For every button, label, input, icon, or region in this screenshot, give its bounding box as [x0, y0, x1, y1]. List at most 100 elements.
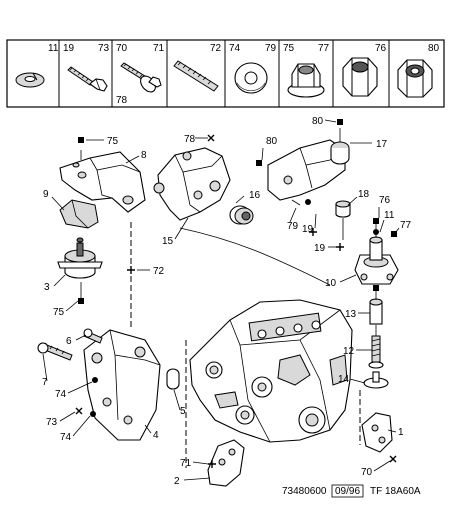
hardware-cell-75-77: 75 77 — [283, 43, 330, 98]
marker-plus-72 — [127, 266, 135, 274]
callout-13: 13 — [345, 309, 357, 320]
hex-nut-icon — [342, 57, 378, 97]
footer-date-code: 09/96 — [335, 486, 360, 497]
footer-drawing-code: TF 18A60A — [370, 486, 421, 497]
engine-bracket-15 — [153, 147, 231, 221]
callout-74b: 74 — [60, 432, 72, 443]
marker-plus-19b — [336, 243, 344, 251]
marker-dot-11 — [373, 229, 379, 235]
callout-19a: 19 — [302, 224, 314, 235]
callout-80b: 80 — [312, 116, 324, 127]
marker-square-10 — [373, 285, 379, 291]
callout-16: 16 — [249, 190, 261, 201]
assembly-line — [179, 227, 331, 286]
bushing-16 — [229, 205, 254, 225]
hardware-cell-70-71-78: 70 71 78 — [116, 43, 165, 106]
callout-12: 12 — [343, 346, 355, 357]
callout-77: 77 — [400, 220, 412, 231]
hardware-id-74: 74 — [229, 43, 241, 54]
callout-15: 15 — [162, 236, 174, 247]
bushing-18 — [335, 200, 351, 218]
link-arm-17 — [267, 139, 350, 201]
marker-square-80b — [337, 119, 343, 125]
spacer-5 — [166, 368, 180, 390]
threaded-stud-icon — [173, 60, 219, 92]
marker-dot-74b — [90, 411, 96, 417]
callout-11: 11 — [384, 210, 395, 221]
bracket-2 — [207, 439, 245, 487]
callout-7: 7 — [42, 377, 48, 388]
marker-cross-73 — [75, 407, 83, 415]
sleeve-13 — [369, 298, 383, 325]
marker-cross-78 — [207, 134, 215, 142]
hardware-id-80: 80 — [428, 43, 440, 54]
hardware-table: 11 19 73 70 71 78 — [6, 39, 445, 108]
callout-17: 17 — [376, 139, 388, 150]
bracket-1 — [361, 412, 393, 453]
flat-washer-icon — [234, 62, 268, 94]
hardware-id-77: 77 — [318, 43, 330, 54]
callout-14: 14 — [338, 374, 350, 385]
callout-5: 5 — [180, 406, 186, 417]
callout-74a: 74 — [55, 389, 67, 400]
callout-70: 70 — [361, 467, 373, 478]
hardware-cell-19-73: 19 73 — [63, 43, 110, 92]
hardware-cell-74-79: 74 79 — [229, 43, 277, 94]
marker-square-76 — [373, 218, 379, 224]
split-washer-icon — [15, 72, 45, 88]
callout-76: 76 — [379, 195, 391, 206]
hardware-id-70: 70 — [116, 43, 128, 54]
callout-75a: 75 — [107, 136, 119, 147]
callout-1: 1 — [398, 427, 404, 438]
callout-10: 10 — [325, 278, 337, 289]
hardware-id-72: 72 — [210, 43, 222, 54]
markers — [75, 119, 397, 468]
leader-lines — [42, 119, 400, 481]
hardware-id-11: 11 — [48, 43, 59, 54]
marker-dot-74a — [92, 377, 98, 383]
marker-square-75a — [78, 137, 84, 143]
marker-plus-19a — [309, 228, 317, 236]
bolt-7 — [37, 342, 73, 361]
marker-cross-70 — [389, 455, 397, 463]
callout-73: 73 — [46, 417, 58, 428]
callout-3: 3 — [44, 282, 50, 293]
hardware-cell-72: 72 — [173, 43, 222, 92]
callout-2: 2 — [174, 476, 180, 487]
upper-left-bracket-8 — [59, 151, 146, 213]
marker-plus-71 — [208, 460, 216, 468]
hardware-id-78: 78 — [116, 95, 128, 106]
callout-72: 72 — [153, 266, 165, 277]
callout-6: 6 — [66, 336, 72, 347]
hardware-id-73: 73 — [98, 43, 110, 54]
hardware-cell-80: 80 — [397, 43, 440, 98]
callout-80a: 80 — [266, 136, 278, 147]
marker-dot-79 — [305, 199, 311, 205]
callout-9: 9 — [43, 189, 49, 200]
lower-bracket-4 — [83, 329, 161, 441]
callout-71: 71 — [180, 458, 192, 469]
marker-square-77 — [391, 231, 397, 237]
hardware-id-71: 71 — [153, 43, 165, 54]
callout-4: 4 — [153, 430, 159, 441]
callout-75b: 75 — [53, 307, 65, 318]
stop-plate-14 — [363, 371, 389, 389]
hardware-id-79: 79 — [265, 43, 277, 54]
hardware-id-19: 19 — [63, 43, 75, 54]
flange-nut-icon — [287, 63, 325, 98]
marker-square-75b — [78, 298, 84, 304]
engine-block — [189, 299, 353, 443]
hydraulic-mount-3 — [57, 237, 103, 279]
hardware-cell-11: 11 — [15, 43, 59, 88]
bolt-6 — [83, 328, 103, 344]
alignment-lines — [80, 128, 377, 468]
callout-79: 79 — [287, 221, 299, 232]
hardware-id-76: 76 — [375, 43, 387, 54]
hardware-cell-76: 76 — [342, 43, 387, 97]
footer-date-box — [331, 484, 364, 498]
footer: 73480600 09/96 TF 18A60A — [282, 484, 421, 498]
hex-bolt-icon — [67, 66, 108, 92]
marker-square-80a — [256, 160, 262, 166]
flange-bolt-icon — [120, 62, 162, 93]
callout-19b: 19 — [314, 243, 326, 254]
